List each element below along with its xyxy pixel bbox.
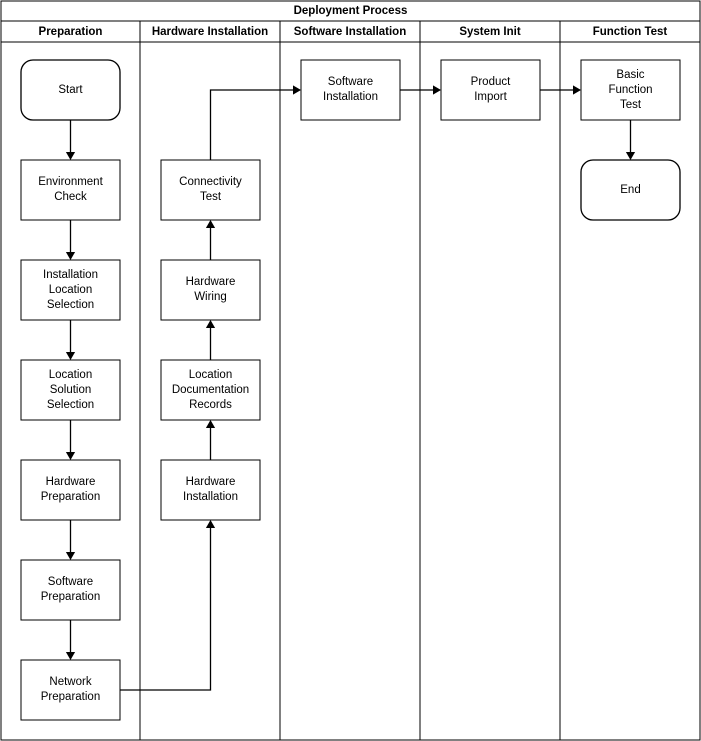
node-location-documentation-records[interactable] [160,359,261,421]
node-start[interactable] [20,59,121,121]
arrow-icon-environment-check-to-installation-location [65,252,76,260]
arrow-icon-installation-location-to-location-solution [65,352,76,360]
arrow-icon-basic-function-test-to-end [625,152,636,160]
arrow-icon-software-installation-to-product-import [433,85,441,95]
lane-header-hardware-installation[interactable]: Hardware Installation [151,25,269,38]
lane-header-function-test[interactable]: Function Test [592,25,668,38]
arrow-icon-connectivity-test-to-software-installation [293,85,301,95]
node-connectivity-test[interactable] [160,159,261,221]
lane-header-system-init[interactable]: System Init [459,25,521,38]
lane-header-software-installation[interactable]: Software Installation [293,25,407,38]
node-installation-location-selection[interactable] [20,259,121,321]
node-hardware-installation-step[interactable] [160,459,261,521]
arrow-icon-product-import-to-basic-function-test [573,85,581,95]
arrow-icon-start-to-environment-check [65,152,76,160]
connector-edges [65,85,636,691]
node-software-preparation[interactable] [20,559,121,621]
arrow-icon-network-preparation-to-hardware-installation [205,520,216,528]
node-location-solution-selection[interactable] [20,359,121,421]
edge-connectivity-test-to-software-installation [209,89,294,160]
edge-network-preparation-to-hardware-installation [120,527,212,691]
node-basic-function-test[interactable] [580,59,681,121]
arrow-icon-location-solution-to-hardware-preparation [65,452,76,460]
arrow-icon-hardware-wiring-to-connectivity-test [205,220,216,228]
node-end[interactable] [580,159,681,221]
node-shapes [20,59,681,721]
node-hardware-preparation[interactable] [20,459,121,521]
lane-header-preparation[interactable]: Preparation [38,25,103,38]
diagram-title: Deployment Process [293,5,408,17]
arrow-icon-location-documentation-to-hardware-wiring [205,320,216,328]
arrow-icon-software-preparation-to-network-preparation [65,652,76,660]
arrow-icon-hardware-preparation-to-software-preparation [65,552,76,560]
arrow-icon-hardware-installation-to-location-documentation [205,420,216,428]
node-hardware-wiring[interactable] [160,259,261,321]
node-software-installation-step[interactable] [300,59,401,121]
lane-dividers [139,21,561,740]
node-product-import[interactable] [440,59,541,121]
node-network-preparation[interactable] [20,659,121,721]
node-environment-check[interactable] [20,159,121,221]
